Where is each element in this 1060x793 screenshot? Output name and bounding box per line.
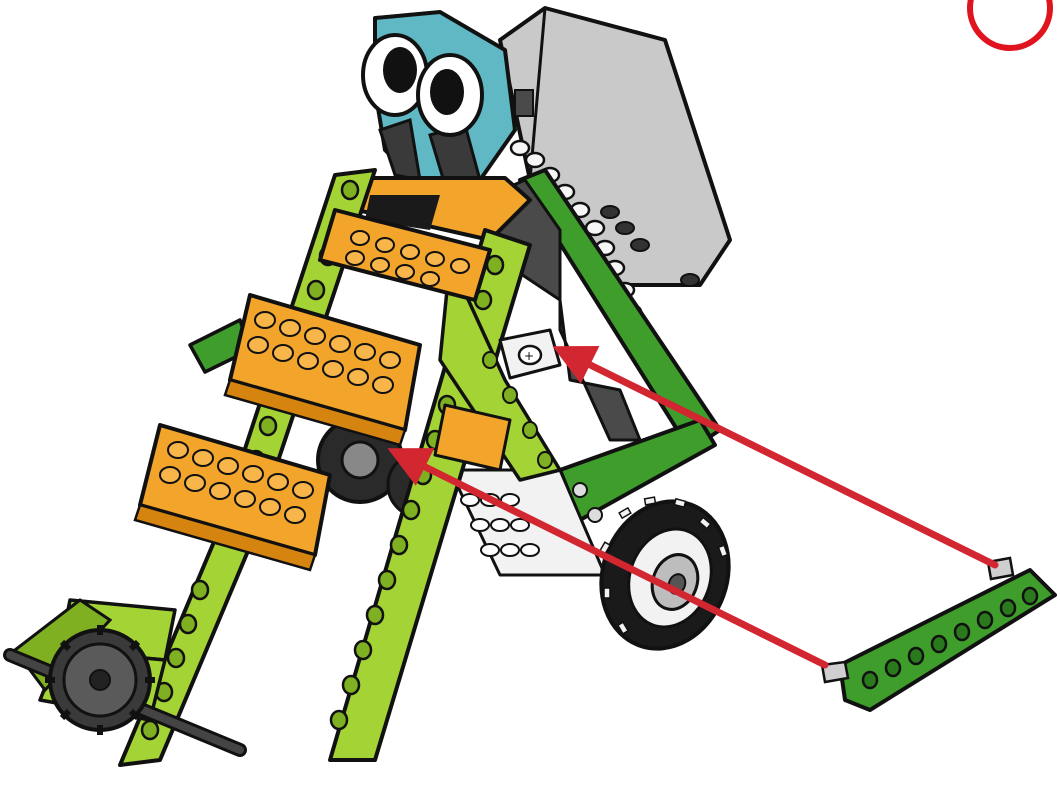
svg-text:+: + <box>524 349 534 363</box>
beam-icon <box>822 558 1055 710</box>
callout-circle <box>970 0 1050 48</box>
wheel-icon <box>581 483 749 666</box>
orange-plate-lower <box>135 425 330 570</box>
white-connector-peg: + <box>500 330 560 378</box>
